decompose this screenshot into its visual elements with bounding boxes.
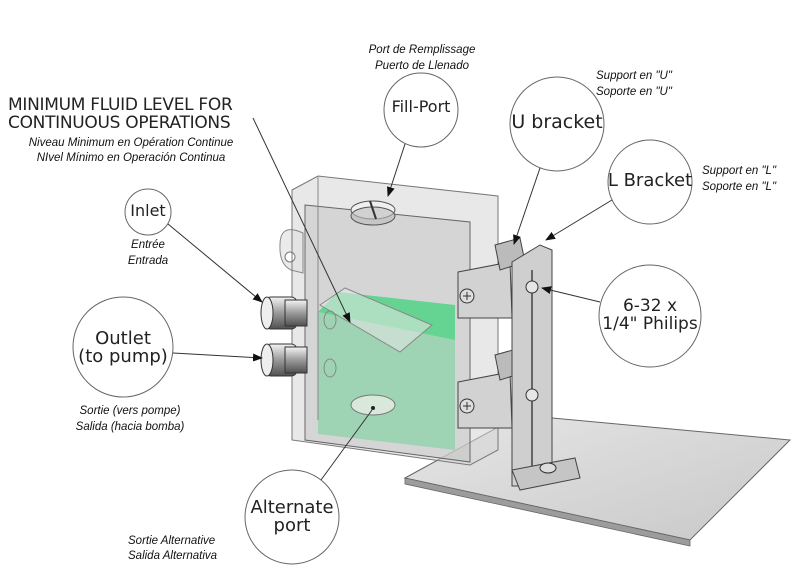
callout-circle-alternate-port — [244, 469, 340, 565]
leader-min-level — [252, 117, 351, 323]
leader-fill-port — [386, 143, 406, 197]
screw-label-line2: 1/4" Philips — [602, 314, 698, 334]
outlet-label-line2: (to pump) — [78, 346, 168, 367]
l-bracket-es: Soporte en "L" — [702, 181, 777, 193]
min-level-es: NIvel Mínimo en Operación Continua — [36, 152, 226, 164]
min-level-title-line1: MINIMUM FLUID LEVEL FOR — [8, 95, 233, 115]
l-bracket-label: L Bracket — [607, 170, 693, 191]
alternate-port-label-line2: port — [273, 515, 311, 536]
fluid-body — [318, 312, 455, 450]
outlet-es: Salida (hacia bomba) — [75, 421, 185, 433]
min-level-title-line2: CONTINUOUS OPERATIONS — [8, 113, 231, 133]
l-bracket-fr: Support en "L" — [702, 165, 777, 177]
outlet-fitting — [260, 343, 308, 377]
min-level-fr: Niveau Minimum en Opération Continue — [28, 137, 234, 149]
callout-circle-screw — [598, 264, 702, 368]
alternate-port-es: Salida Alternativa — [128, 550, 218, 562]
inlet-es: Entrada — [127, 255, 169, 267]
inlet-fitting — [260, 296, 308, 330]
alternate-port-label-line1: Alternate — [250, 497, 334, 518]
inlet-label: Inlet — [130, 201, 166, 220]
l-bracket — [511, 244, 581, 491]
callout-circle-inlet — [124, 188, 172, 236]
u-bracket-label: U bracket — [511, 111, 603, 133]
inlet-fr: Entrée — [131, 239, 165, 251]
alternate-port-fr: Sortie Alternative — [128, 535, 216, 547]
leader-l-bracket — [545, 199, 613, 241]
fill-port-fr: Port de Remplissage — [368, 44, 476, 56]
leader-screw — [541, 286, 601, 303]
leader-u-bracket — [513, 167, 541, 245]
callout-circle-l-bracket — [607, 139, 693, 225]
fill-port-es: Puerto de Llenado — [375, 60, 469, 72]
outlet-label-line1: Outlet — [95, 328, 151, 349]
reservoir — [279, 175, 499, 466]
leader-inlet — [167, 223, 263, 303]
outlet-fr: Sortie (vers pompe) — [79, 405, 181, 417]
fill-port-label: Fill-Port — [391, 97, 451, 116]
screw-label-line1: 6-32 x — [622, 296, 678, 316]
u-bracket-fr: Support en "U" — [596, 70, 672, 82]
u-bracket-es: Soporte en "U" — [596, 86, 672, 98]
callout-circle-outlet — [72, 296, 174, 398]
leader-outlet — [172, 352, 263, 362]
leader-alternate-port — [320, 409, 373, 481]
callout-circle-u-bracket — [509, 76, 605, 172]
alternate-port-fitting — [350, 394, 396, 416]
callout-circle-fill-port — [383, 72, 459, 148]
